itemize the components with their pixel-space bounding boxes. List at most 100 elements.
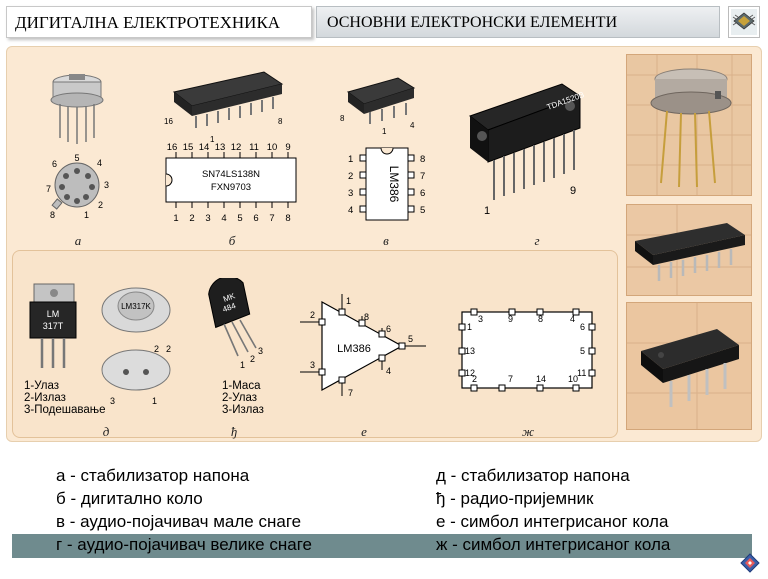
bottom-pin: 7	[508, 374, 513, 384]
chip-marking-line1: LM	[47, 309, 60, 319]
pin: 1	[240, 360, 245, 370]
left-pin: 12	[465, 368, 475, 378]
voltage-regulator-drawing: LM 317T LM317K 2 2 3 1	[29, 283, 171, 406]
left-pin: 2	[348, 171, 353, 182]
back-pin-3: 3	[110, 396, 115, 406]
figure-label-v: в	[383, 233, 389, 248]
bottom-pin: 5	[237, 213, 242, 224]
power-ic-drawing: TDA1520B 1 9	[468, 83, 585, 217]
pin-4: 4	[97, 158, 102, 168]
caption-right: е - симбол интегрисаног кола	[436, 512, 669, 531]
pin: 2	[310, 310, 315, 320]
caption-right: ж - симбол интегрисаног кола	[436, 535, 671, 554]
ic-symbol-rectangle: 3 9 8 4 1 13 12 6 5 2 7 14 10 11	[458, 308, 596, 392]
top-pin: 8	[538, 314, 543, 324]
figure-label-d: д	[102, 424, 110, 439]
pin-legend-item: 3-Подешавање	[24, 404, 106, 416]
caption-left: в - аудио-појачивач мале снаге	[56, 512, 302, 531]
dip8-ic-photo	[626, 302, 752, 430]
pkg-pin-1: 1	[210, 135, 215, 144]
figure-label-b: б	[228, 233, 236, 248]
top-pin: 14	[199, 142, 210, 153]
pkg-pin-8: 8	[278, 117, 283, 126]
top-pin: 4	[570, 314, 575, 324]
pin: 5	[408, 334, 413, 344]
pin-legend-item: 1-Улаз	[24, 380, 60, 392]
pkg-pin-16: 16	[164, 117, 173, 126]
figure-label-a: а	[74, 233, 82, 248]
back-pin-1: 1	[152, 396, 157, 406]
can-marking: LM317K	[121, 302, 151, 311]
chip-marking-line2: 484	[221, 301, 237, 314]
right-pin: 6	[580, 322, 585, 332]
right-pin: 8	[420, 154, 425, 165]
pin: 6	[386, 324, 391, 334]
pin-5: 5	[74, 153, 79, 163]
top-pin: 9	[508, 314, 513, 324]
top-pin: 10	[267, 142, 278, 153]
bottom-pin: 7	[269, 213, 274, 224]
left-pin: 1	[467, 322, 472, 332]
ic-symbol-triangle: LM386 1 2 3 8 6 5 4 7	[300, 294, 426, 398]
dip-ic-photo	[626, 204, 752, 296]
pin-last: 9	[570, 185, 576, 197]
top-pin: 9	[285, 142, 290, 153]
pin: 2	[250, 354, 255, 364]
bottom-pin: 4	[221, 213, 226, 224]
pin-1: 1	[84, 210, 89, 220]
right-pin: 5	[580, 346, 585, 356]
dip16-ic-drawing: 16 1 8 SN74LS138N FXN9703 16 15 14 13 12…	[164, 71, 297, 224]
left-pin: 13	[465, 346, 475, 356]
pin-legend-dj: 1-Маса 2-Улаз 3-Излаз	[222, 380, 264, 416]
figure-label-dj: ђ	[230, 424, 238, 439]
bottom-pin: 8	[285, 213, 290, 224]
left-pin: 3	[348, 188, 353, 199]
navigation-icon[interactable]	[740, 553, 760, 573]
pin: 4	[386, 366, 391, 376]
top-pin: 11	[249, 142, 259, 153]
caption-left: а - стабилизатор напона	[56, 466, 250, 485]
caption-right: д - стабилизатор напона	[436, 466, 630, 485]
pin-legend-item: 2-Излаз	[24, 392, 66, 404]
pin: 1	[346, 296, 351, 306]
bottom-pin: 2	[472, 374, 477, 384]
right-pin: 6	[420, 188, 425, 199]
pin: 3	[310, 360, 315, 370]
pin-first: 1	[484, 205, 490, 217]
bottom-pin: 14	[536, 374, 546, 384]
chip-marking: LM386	[337, 343, 371, 355]
pkg-pin-8: 8	[340, 114, 345, 123]
chip-marking-line1: MK	[222, 291, 237, 304]
bottom-pin: 11	[577, 368, 586, 378]
pin: 3	[258, 346, 263, 356]
pin-legend-item: 2-Улаз	[222, 392, 258, 404]
radio-receiver-ic-drawing: MK 484 1 2 3	[208, 278, 263, 370]
pkg-pin-1: 1	[382, 127, 387, 136]
bottom-pin: 1	[173, 213, 178, 224]
pin-8: 8	[50, 210, 55, 220]
back-pin-2: 2	[166, 344, 171, 354]
chip-marking-line2: 317T	[43, 321, 64, 331]
figure-label-e: е	[361, 424, 367, 439]
section-title: ОСНОВНИ ЕЛЕКТРОНСКИ ЕЛЕМЕНТИ	[316, 6, 720, 38]
top-pin: 12	[231, 142, 242, 153]
right-pin: 7	[420, 171, 425, 182]
top-pin: 3	[478, 314, 483, 324]
chip-icon[interactable]	[728, 6, 760, 38]
chip-marking: LM386	[387, 166, 401, 203]
pin-legend-d: 1-Улаз 2-Излаз 3-Подешавање	[24, 380, 105, 416]
bottom-pin: 3	[205, 213, 210, 224]
pin-6: 6	[52, 159, 57, 169]
top-pin: 13	[215, 142, 226, 153]
caption-left: г - аудио-појачивач велике снаге	[56, 535, 312, 554]
left-pin: 4	[348, 205, 353, 216]
bottom-pin: 10	[568, 374, 578, 384]
caption-highlight-bar	[12, 534, 752, 558]
top-pin: 15	[183, 142, 194, 153]
figure-label-g: г	[534, 233, 540, 248]
dip8-ic-drawing: 8 1 4 LM386 1 2 3 4 8 7 6 5	[340, 77, 425, 221]
caption-left: б - дигитално коло	[56, 489, 203, 508]
pin-legend-item: 3-Излаз	[222, 404, 264, 416]
top-pin: 16	[167, 142, 178, 153]
pin: 8	[364, 312, 369, 322]
